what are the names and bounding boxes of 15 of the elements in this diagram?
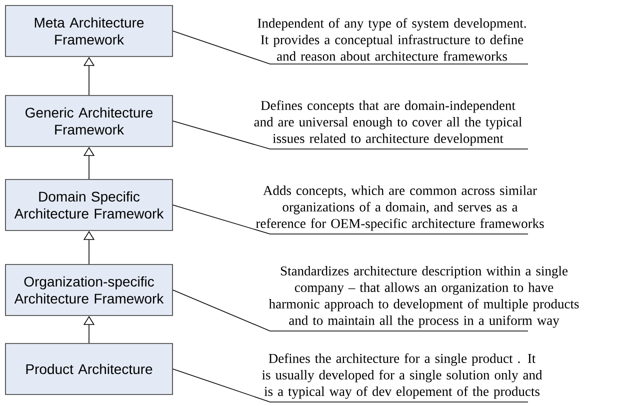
framework-box: Generic Architecture Framework bbox=[5, 95, 173, 147]
leader-line bbox=[172, 204, 528, 234]
framework-box: Product Architecture bbox=[5, 343, 173, 395]
description-text: Adds concepts, which are common across similar organizations of a domain, and serves as a reference for OEM-specific architecture frameworks bbox=[256, 186, 544, 231]
description-text: Independent of any type of system development. It provides a conceptual infrastructure to define and reason about architecture frameworks bbox=[258, 18, 526, 61]
leader-line bbox=[172, 290, 528, 332]
leader-line bbox=[172, 30, 528, 64]
framework-box: Meta Architecture Framework bbox=[5, 5, 173, 57]
description-text: Standardizes architecture description within a single company – that allows an organization to have harmonic approach to development of multiple products and to maintain all the process in a uniform way bbox=[268, 266, 579, 328]
leader-line bbox=[172, 120, 528, 150]
description-text: Defines concepts that are domain-independent and are universal enough to cover all the typical issues related to architecture development bbox=[254, 100, 522, 146]
framework-box: Domain Specific Architecture Framework bbox=[5, 179, 173, 231]
leader-line bbox=[172, 368, 528, 402]
description-text: Defines the architecture for a single product . It is usually developed for a single solution only and is a typical way of dev elopement of the products bbox=[262, 353, 542, 399]
framework-box: Organization-specific Architecture Framework bbox=[5, 264, 173, 316]
